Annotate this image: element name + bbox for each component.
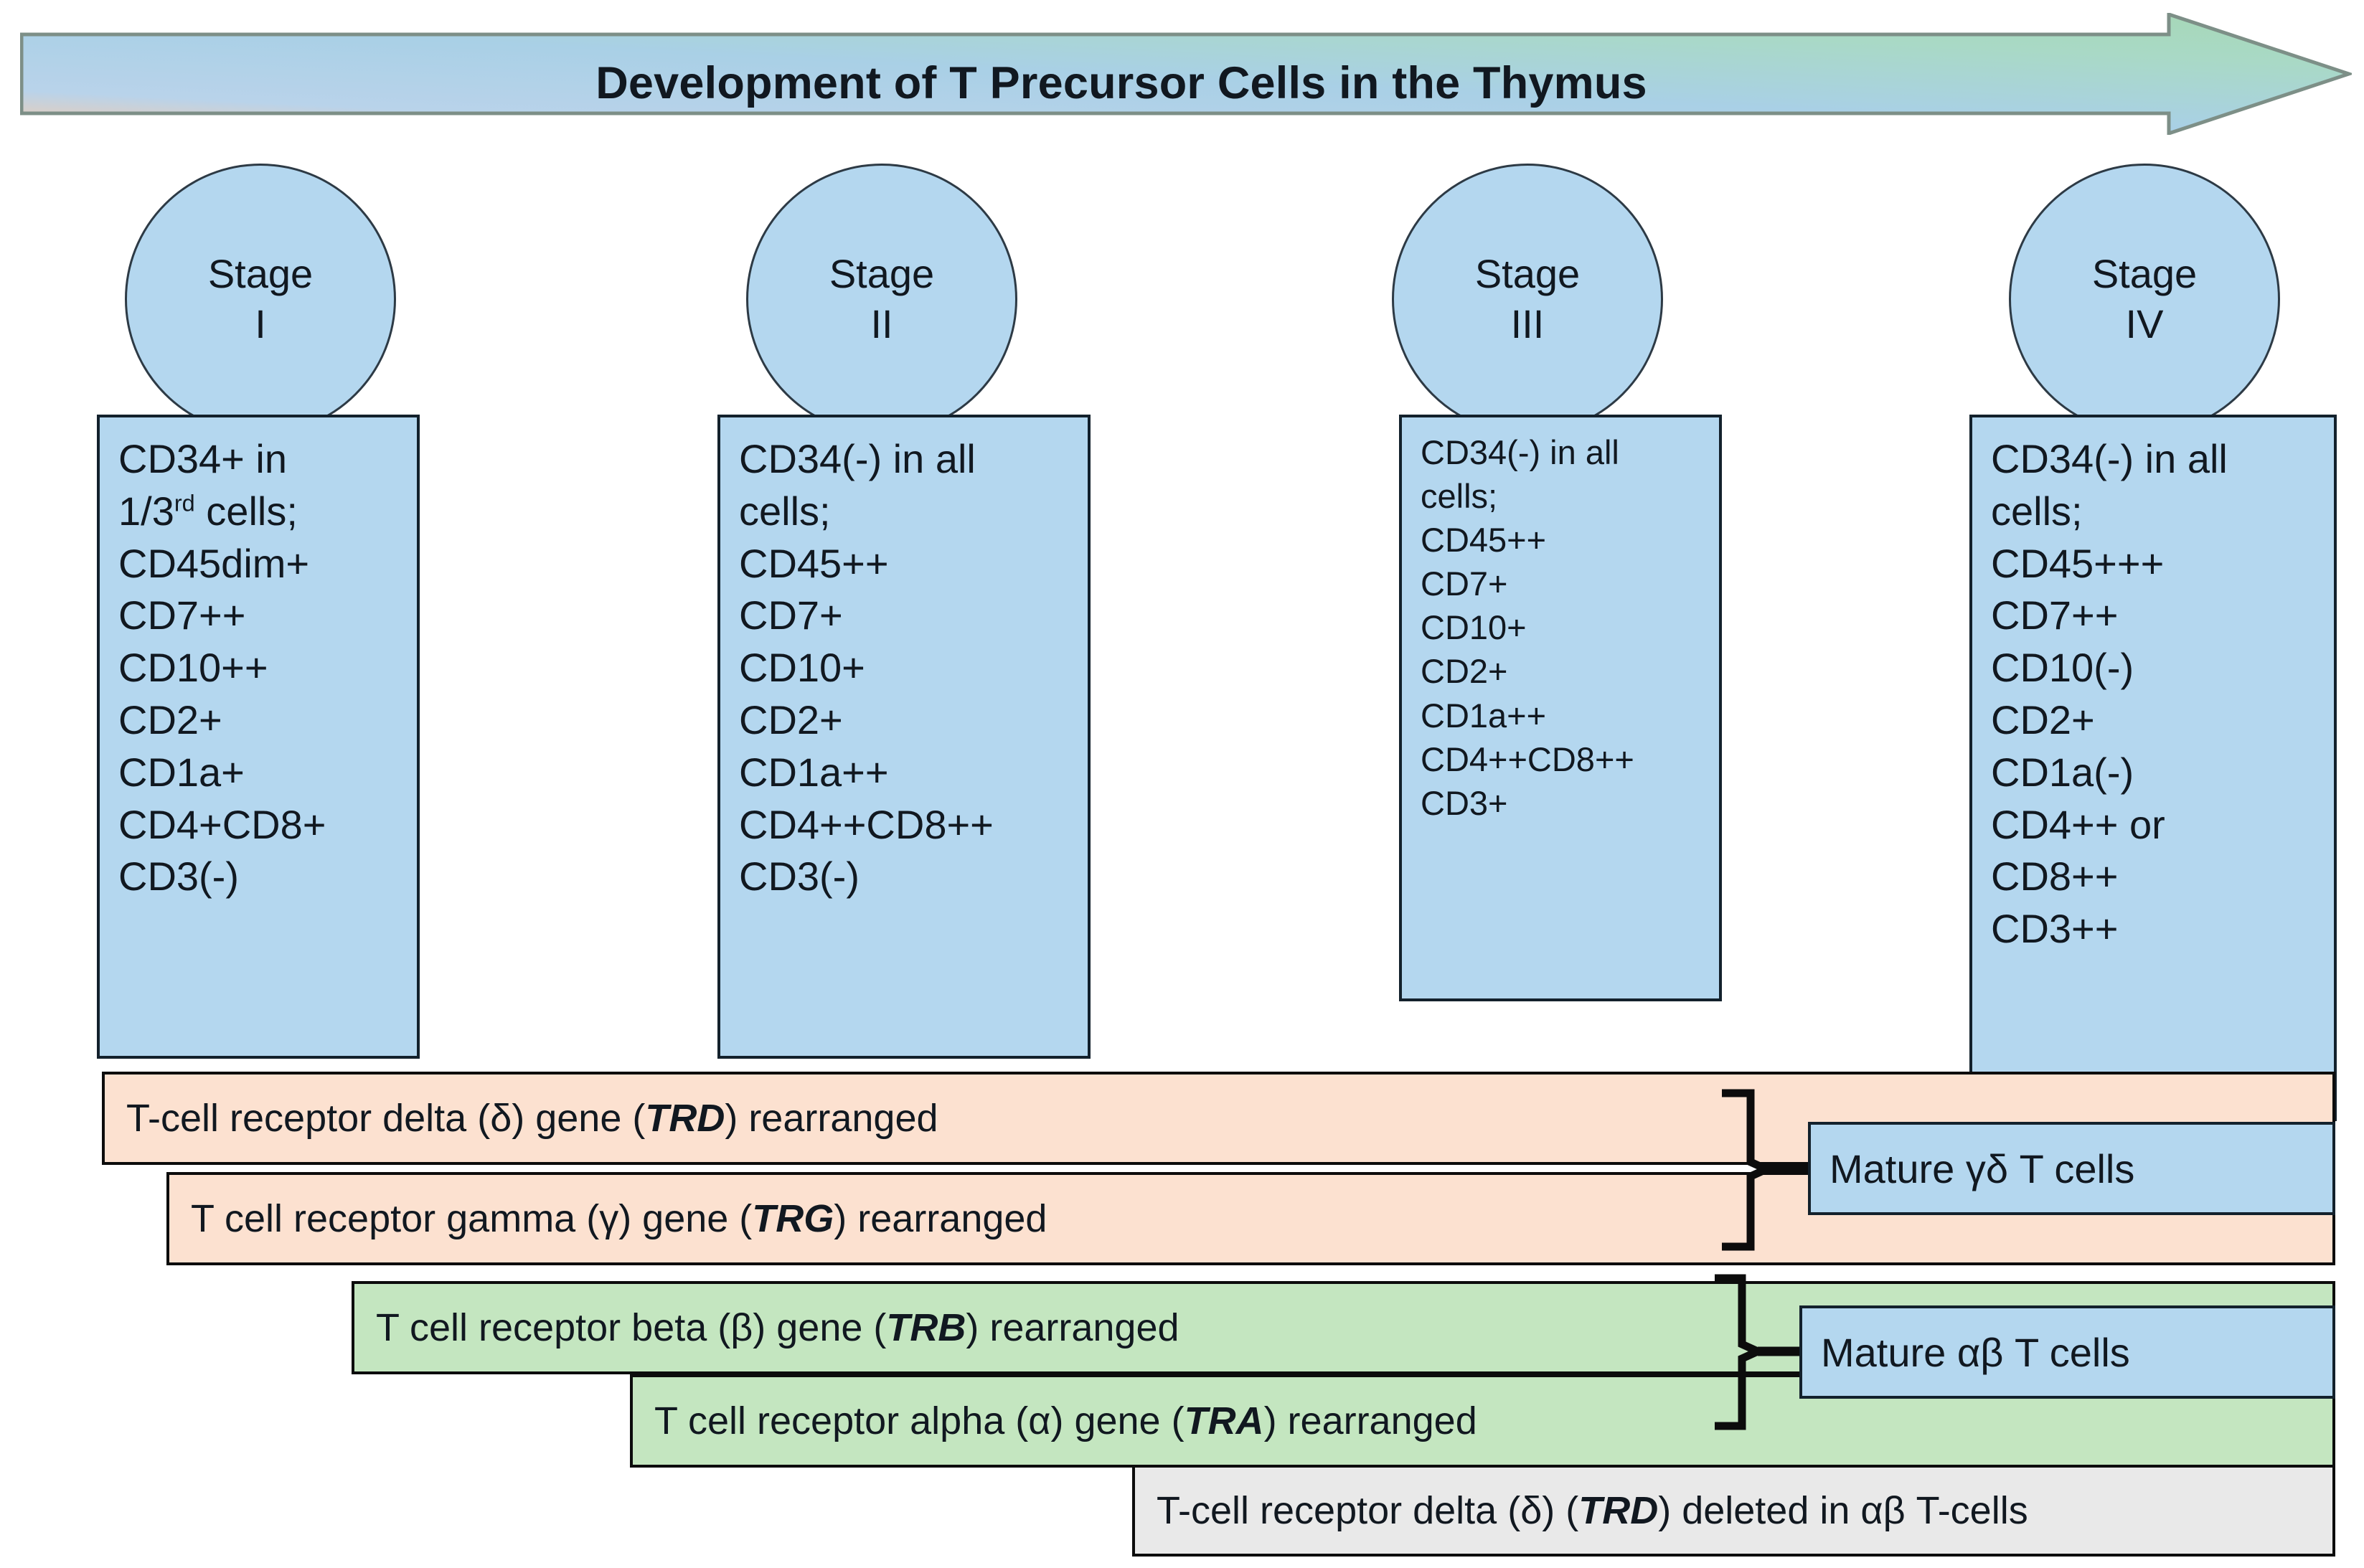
marker-line: CD3++ [1991, 906, 2119, 952]
marker-line: CD34(-) in all [1421, 433, 1619, 471]
mature-alpha-beta-box: Mature αβ T cells [1799, 1305, 2335, 1399]
marker-line: CD1a++ [739, 749, 889, 795]
marker-line: CD2+ [1991, 696, 2095, 742]
bar-trd-text: T-cell receptor delta (δ) gene (TRD) rea… [126, 1097, 938, 1140]
arrow-shape [20, 13, 2352, 135]
stage-marker-box-3: CD34(-) in all cells; CD45++ CD7+ CD10+ … [1399, 415, 1722, 1001]
stage-circle-4[interactable]: Stage IV [2009, 164, 2280, 435]
marker-line: CD45+++ [1991, 540, 2165, 586]
marker-line: CD4++ or [1991, 801, 2165, 847]
marker-line: CD3+ [1421, 783, 1508, 822]
marker-line: CD7++ [1991, 592, 2119, 638]
marker-line: CD34+ in [118, 436, 288, 481]
marker-line: CD34(-) in all [739, 436, 976, 481]
marker-line: CD3(-) [739, 854, 860, 899]
marker-line: CD45dim+ [118, 540, 310, 586]
marker-line: CD1a(-) [1991, 749, 2134, 795]
marker-line: CD45++ [739, 540, 889, 586]
mature-alpha-beta-label: Mature αβ T cells [1821, 1329, 2130, 1375]
gene-name-tra: TRA [1184, 1399, 1264, 1442]
marker-line: CD8++ [1991, 854, 2119, 899]
marker-line: CD2+ [1421, 652, 1508, 691]
banner-title: Development of T Precursor Cells in the … [595, 58, 1647, 108]
marker-line: CD2+ [118, 696, 222, 742]
gene-name-trg: TRG [752, 1197, 834, 1240]
marker-line: CD3(-) [118, 854, 239, 899]
bar-trd-deleted-text: T-cell receptor delta (δ) (TRD) deleted … [1157, 1489, 2028, 1532]
stage-circle-3-roman: III [1510, 301, 1545, 346]
bar-trb-text: T cell receptor beta (β) gene (TRB) rear… [376, 1306, 1179, 1349]
bar-trg-text: T cell receptor gamma (γ) gene (TRG) rea… [191, 1197, 1047, 1240]
stage-circle-3-label: Stage [1474, 251, 1581, 296]
stage-circle-2[interactable]: Stage II [746, 164, 1017, 435]
stage-marker-box-4: CD34(-) in all cells; CD45+++ CD7++ CD10… [1969, 415, 2337, 1121]
stage-marker-box-1: CD34+ in 1/3rd cells; CD45dim+ CD7++ CD1… [97, 415, 420, 1059]
marker-line: CD10+ [1421, 608, 1527, 647]
marker-line: cells; [739, 488, 831, 534]
marker-line: CD1a++ [1421, 696, 1547, 735]
marker-line: cells; [1991, 488, 2083, 534]
marker-line: cells; [1421, 477, 1498, 516]
marker-line: CD10(-) [1991, 645, 2134, 691]
marker-line: CD4++CD8++ [739, 801, 994, 847]
marker-line: CD4+CD8+ [118, 801, 326, 847]
process-arrow-banner: Development of T Precursor Cells in the … [20, 13, 2352, 135]
stage-circle-2-roman: II [870, 301, 893, 346]
marker-line: CD10++ [118, 645, 268, 691]
stage-circle-3[interactable]: Stage III [1392, 164, 1663, 435]
stage-circle-4-roman: IV [2125, 301, 2164, 346]
marker-line: CD7++ [118, 592, 246, 638]
stage-circle-1[interactable]: Stage I [125, 164, 396, 435]
marker-line: CD7+ [1421, 565, 1508, 603]
marker-line: CD34(-) in all [1991, 436, 2228, 481]
marker-line: CD45++ [1421, 521, 1547, 559]
marker-line: CD4++CD8++ [1421, 740, 1634, 778]
bar-trd-deleted: T-cell receptor delta (δ) (TRD) deleted … [1132, 1465, 2335, 1557]
marker-line: CD10+ [739, 645, 865, 691]
marker-line: 1/3rd cells; [118, 488, 298, 534]
mature-gamma-delta-box: Mature γδ T cells [1808, 1122, 2335, 1215]
stage-circle-2-label: Stage [829, 251, 935, 296]
gene-name-trd: TRD [645, 1097, 725, 1140]
marker-line: CD2+ [739, 696, 843, 742]
gene-name-trb: TRB [886, 1306, 966, 1349]
gene-name-trd-deleted: TRD [1578, 1489, 1659, 1532]
stage-circle-1-roman: I [255, 301, 266, 346]
marker-line: CD1a+ [118, 749, 245, 795]
marker-line: CD7+ [739, 592, 843, 638]
stage-circle-1-label: Stage [207, 251, 314, 296]
mature-gamma-delta-label: Mature γδ T cells [1829, 1146, 2135, 1191]
stage-marker-box-2: CD34(-) in all cells; CD45++ CD7+ CD10+ … [717, 415, 1091, 1059]
bar-tra-text: T cell receptor alpha (α) gene (TRA) rea… [654, 1399, 1477, 1442]
stage-circle-4-label: Stage [2091, 251, 2198, 296]
